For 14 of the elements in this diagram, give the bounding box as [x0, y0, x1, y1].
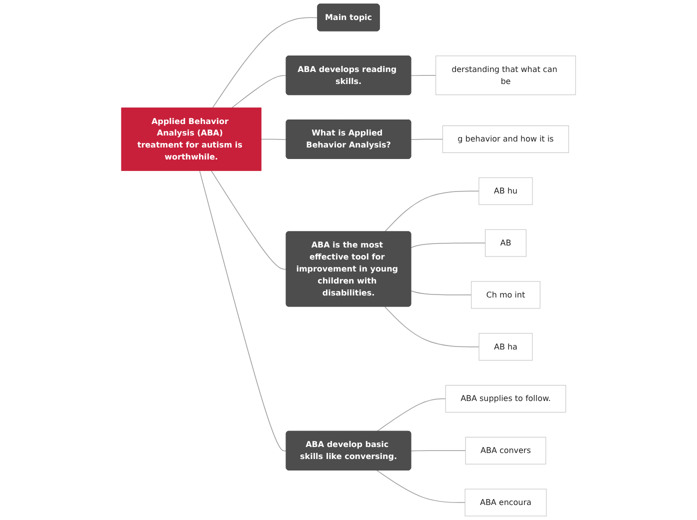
- connector: [212, 17, 318, 108]
- connector: [210, 170, 287, 270]
- connector: [231, 75, 287, 108]
- connector: [384, 306, 480, 348]
- connector: [376, 470, 466, 503]
- connector: [410, 74, 436, 76]
- connector: [260, 138, 287, 140]
- connector: [410, 450, 466, 452]
- connector: [410, 290, 472, 296]
- connector: [410, 138, 444, 140]
- connector: [199, 170, 287, 452]
- connector: [376, 398, 446, 432]
- connector: [410, 242, 486, 248]
- connector: [384, 190, 480, 232]
